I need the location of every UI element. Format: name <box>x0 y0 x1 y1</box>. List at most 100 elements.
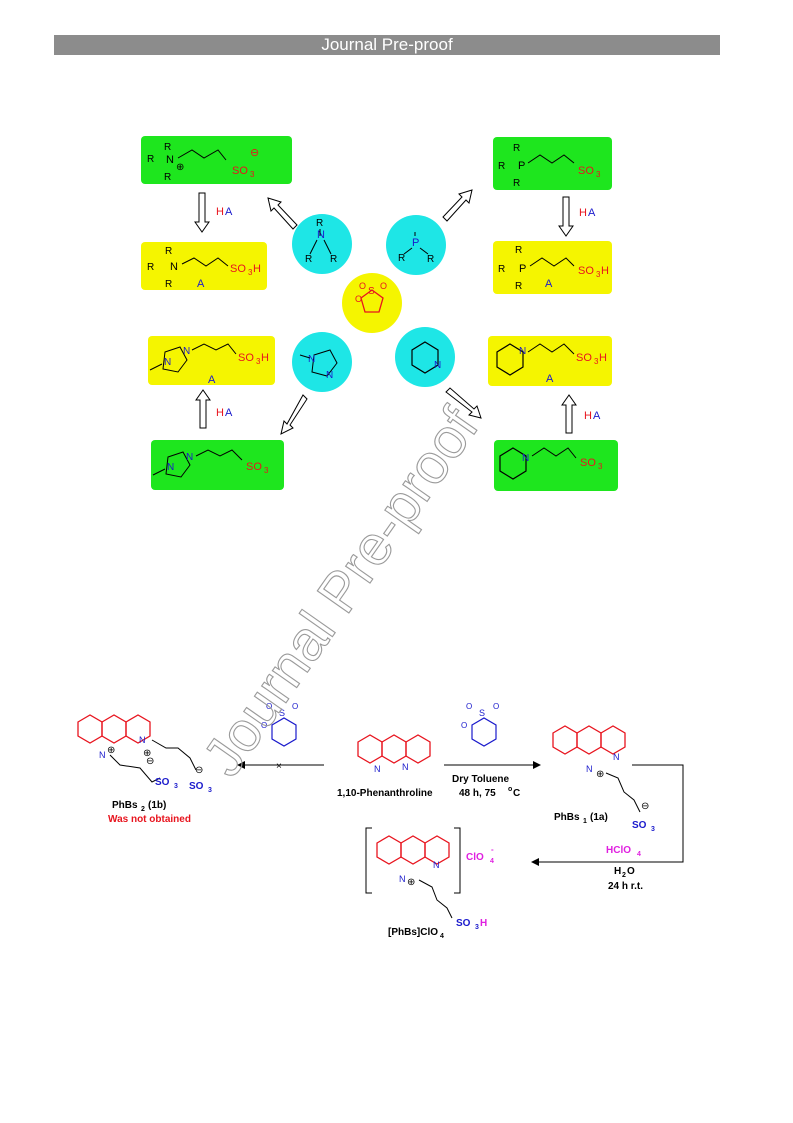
svg-text:⊕: ⊕ <box>596 769 604 780</box>
journal-banner: Journal Pre-proof <box>54 35 720 55</box>
svg-text:N: N <box>167 462 174 473</box>
svg-text:A: A <box>225 206 233 218</box>
svg-text:N: N <box>139 735 146 745</box>
svg-text:SO: SO <box>456 918 471 929</box>
svg-text:A: A <box>588 207 596 219</box>
acid-time: 24 h r.t. <box>608 881 643 892</box>
svg-text:3: 3 <box>248 268 253 277</box>
svg-text:N: N <box>99 750 106 760</box>
svg-text:SO: SO <box>578 265 594 277</box>
svg-text:O: O <box>261 721 267 730</box>
butane-sultone-center: S O O O <box>461 702 499 747</box>
svg-text:N: N <box>522 453 529 464</box>
methylimidazole: N N <box>292 332 352 392</box>
svg-text:R: R <box>498 161 505 172</box>
svg-text:(1b): (1b) <box>148 800 166 811</box>
acid-reagent: HClO 4 <box>606 845 641 858</box>
svg-text:H: H <box>253 263 261 275</box>
propane-sultone: S O O O <box>342 273 402 333</box>
svg-text:N: N <box>317 229 325 241</box>
ha-label-right-top: H A <box>579 207 596 219</box>
product-1b-structure: N N ⊕ ⊕ SO 3 SO 3 ⊖ ⊖ <box>77 714 212 794</box>
svg-text:R: R <box>305 254 312 265</box>
svg-text:(1a): (1a) <box>590 812 608 823</box>
svg-text:H: H <box>216 407 224 419</box>
svg-text:P: P <box>412 237 419 249</box>
svg-text:SO: SO <box>238 352 254 364</box>
svg-text:H: H <box>480 918 487 929</box>
svg-text:N: N <box>374 764 381 774</box>
svg-text:R: R <box>147 154 154 165</box>
condition-solvent: Dry Toluene <box>452 774 509 785</box>
product-1b-label: PhBs 2 (1b) <box>112 800 166 813</box>
arrow-acid <box>531 764 684 866</box>
svg-text:3: 3 <box>598 462 603 471</box>
svg-text:SO: SO <box>230 263 246 275</box>
svg-text:3: 3 <box>256 357 261 366</box>
final-product-label: [PhBs]ClO 4 <box>388 927 444 940</box>
svg-text:N: N <box>164 357 171 368</box>
svg-text:⊖: ⊖ <box>195 765 203 776</box>
svg-text:A: A <box>197 278 205 290</box>
ammonium-acid-box: R R R N SO 3 H A <box>141 242 267 290</box>
svg-text:H: H <box>584 410 592 422</box>
svg-text:S: S <box>479 708 485 718</box>
final-product-structure: N N ⊕ SO 3 H <box>365 827 487 931</box>
svg-text:⊖: ⊖ <box>641 801 649 812</box>
svg-text:P: P <box>519 263 526 275</box>
svg-text:SO: SO <box>232 165 248 177</box>
svg-text:N: N <box>402 762 409 772</box>
svg-text:⊖: ⊖ <box>146 756 154 767</box>
ha-label-right-bottom: H A <box>584 410 601 422</box>
svg-text:R: R <box>316 218 323 229</box>
imidazolium-acid-box: N N SO 3 H A <box>148 336 275 386</box>
svg-text:⊖: ⊖ <box>250 147 259 159</box>
ha-label-left-bottom: H A <box>216 407 233 419</box>
svg-text:A: A <box>545 278 553 290</box>
svg-text:H: H <box>614 866 621 877</box>
svg-text:R: R <box>398 253 405 264</box>
pyridinium-acid-box: N SO 3 H A <box>488 336 612 386</box>
condition-time: 48 h, 75 o C <box>459 786 520 799</box>
imidazolium-zwitterion-box: N N SO 3 <box>151 440 284 490</box>
svg-text:R: R <box>164 142 171 153</box>
perchlorate-anion: ClO 4 - <box>466 845 494 865</box>
pyridinium-zwitterion-box: N SO 3 <box>494 440 618 491</box>
svg-text:R: R <box>147 262 154 273</box>
svg-text:O: O <box>359 281 366 291</box>
svg-text:H: H <box>216 206 224 218</box>
svg-text:H: H <box>261 352 269 364</box>
svg-text:N: N <box>433 860 440 870</box>
water-reagent: H 2 O <box>614 866 635 879</box>
svg-text:H: H <box>599 352 607 364</box>
svg-text:3: 3 <box>475 924 479 931</box>
svg-text:H: H <box>579 207 587 219</box>
svg-text:N: N <box>326 370 333 381</box>
trialkylphosphine: P R R <box>386 215 446 275</box>
svg-text:A: A <box>546 373 554 385</box>
svg-text:SO: SO <box>632 820 647 831</box>
svg-text:O: O <box>466 702 472 711</box>
svg-text:O: O <box>627 866 635 877</box>
svg-text:O: O <box>493 702 499 711</box>
svg-text:3: 3 <box>594 357 599 366</box>
svg-text:SO: SO <box>578 165 594 177</box>
svg-text:1: 1 <box>583 818 587 825</box>
svg-text:O: O <box>292 702 298 711</box>
svg-text:R: R <box>498 264 505 275</box>
svg-text:3: 3 <box>596 170 601 179</box>
svg-text:[PhBs]ClO: [PhBs]ClO <box>388 927 438 938</box>
svg-text:N: N <box>519 346 526 357</box>
svg-text:3: 3 <box>596 270 601 279</box>
svg-text:48 h, 75: 48 h, 75 <box>459 788 496 799</box>
svg-text:R: R <box>165 246 172 257</box>
svg-text:PhBs: PhBs <box>554 812 580 823</box>
product-1a-structure: N N ⊕ SO 3 ⊖ <box>552 725 655 833</box>
svg-text:N: N <box>170 261 178 273</box>
svg-text:⊕: ⊕ <box>143 748 151 759</box>
svg-text:R: R <box>330 254 337 265</box>
svg-text:SO: SO <box>246 461 262 473</box>
trialkylamine: N R R R <box>292 214 352 274</box>
svg-text:4: 4 <box>637 851 641 858</box>
